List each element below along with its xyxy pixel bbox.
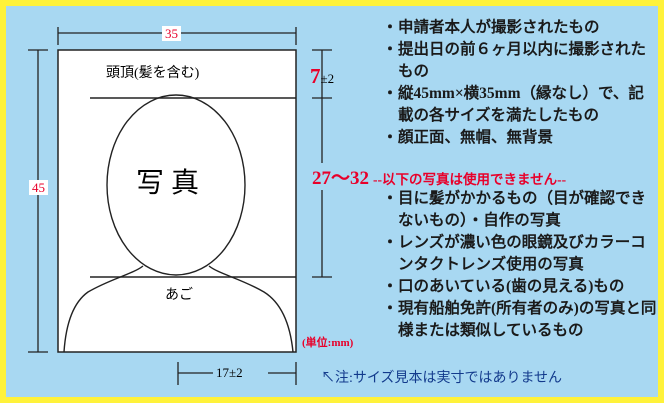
list-item: ・提出日の前６ヶ月以内に撮影されたもの (382, 41, 647, 80)
sample-note: ↖注:サイズ見本は実寸ではありません (321, 371, 563, 386)
top-margin-label: 7±2 (310, 66, 334, 87)
list-item: ・縦45mm×横35mm（縁なし）で、記載の各サイズを満たしたもの (382, 85, 644, 124)
unusable-heading-row: 27～32 --以下の写真は使用できません-- (312, 163, 566, 190)
list-item: ・顔正面、無帽、無背景 (382, 129, 554, 146)
photo-label: 写 真 (136, 168, 200, 199)
list-item: ・レンズが濃い色の眼鏡及びカラーコンタクトレンズ使用の写真 (382, 234, 646, 273)
requirements-list: ・申請者本人が撮影されたもの ・提出日の前６ヶ月以内に撮影されたもの ・縦45m… (382, 17, 658, 149)
crown-label: 頭頂(髪を含む) (106, 66, 200, 81)
top-margin-tolerance: ±2 (320, 71, 335, 86)
list-item: ・申請者本人が撮影されたもの (382, 19, 600, 36)
unit-label: (単位:mm) (302, 337, 354, 349)
list-item: ・口のあいている(歯の見える)もの (382, 278, 625, 295)
top-margin-value: 7 (310, 64, 321, 88)
height-label: 45 (29, 180, 48, 195)
chin-gap-label: 17±2 (216, 365, 243, 380)
width-label: 35 (162, 26, 181, 41)
left-shoulder-outline (63, 265, 144, 353)
list-item: ・目に髪がかかるもの（目が確認できないもの）・自作の写真 (382, 190, 647, 229)
unusable-heading: --以下の写真は使用できません-- (373, 172, 567, 187)
list-item: ・現有船舶免許(所有者のみ)の写真と同様または類似しているもの (382, 300, 657, 339)
photo-frame (57, 49, 297, 353)
face-range-label: 27～32 (312, 168, 370, 189)
unusable-list: ・目に髪がかかるもの（目が確認できないもの）・自作の写真 ・レンズが濃い色の眼鏡… (382, 188, 658, 342)
right-shoulder-outline (208, 265, 294, 353)
face-outline (106, 94, 246, 276)
chin-label: あご (165, 288, 193, 303)
